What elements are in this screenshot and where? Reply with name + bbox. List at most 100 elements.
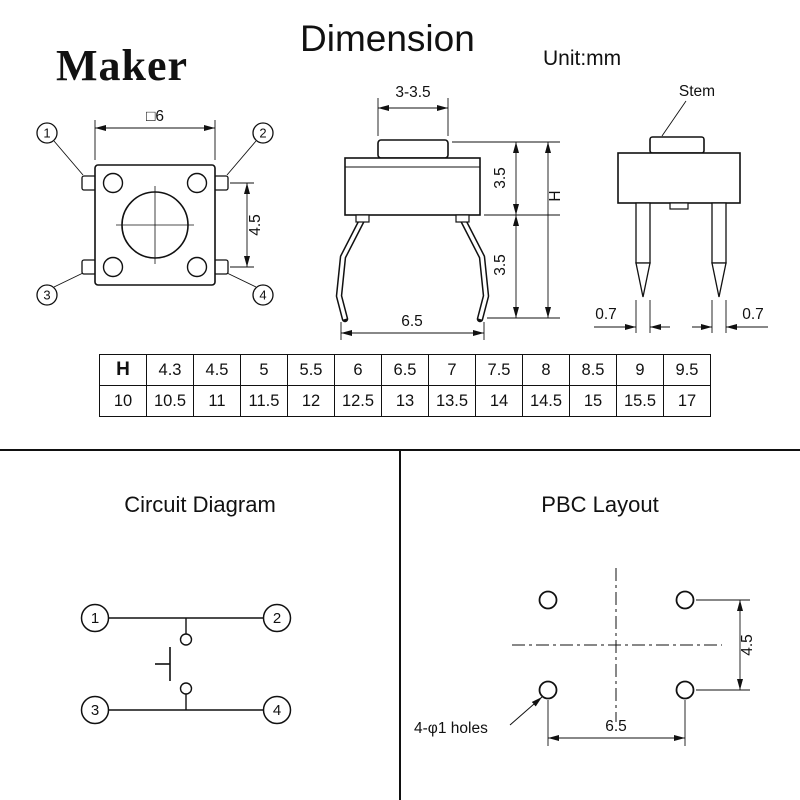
terminal-number: 2 — [273, 610, 281, 627]
h-value-cell: 14.5 — [522, 385, 570, 417]
terminal-number: 4 — [273, 702, 281, 719]
side-view-drawing: 3-3.5 3.5 3.5 H 6.5 — [335, 84, 564, 340]
h-value-cell: 14 — [475, 385, 523, 417]
mounting-hole — [675, 680, 695, 700]
switch-body-front — [617, 152, 741, 204]
body-notch — [669, 202, 689, 210]
h-value-cell: 7 — [428, 354, 476, 386]
pcb-layout: 4.5 6.5 4-φ1 holes — [414, 568, 756, 746]
h-value-cell: 15.5 — [616, 385, 664, 417]
stem-side — [377, 139, 449, 159]
table-row: 10 10.5 11 11.5 12 12.5 13 13.5 14 14.5 … — [99, 385, 711, 417]
table-row: H 4.3 4.5 5 5.5 6 6.5 7 7.5 8 8.5 9 9.5 — [99, 354, 711, 386]
height-options-table: H 4.3 4.5 5 5.5 6 6.5 7 7.5 8 8.5 9 9.5 … — [99, 354, 711, 417]
mounting-hole — [538, 590, 558, 610]
contact-point — [179, 682, 193, 695]
pin-left-tip — [635, 262, 651, 298]
h-value-cell: 15 — [569, 385, 617, 417]
h-value-cell: 6.5 — [381, 354, 429, 386]
page-title: Dimension — [300, 18, 475, 59]
leader-line — [509, 696, 543, 726]
dim-label-hole-pitch-h: 6.5 — [605, 718, 627, 735]
terminal-number: 1 — [91, 610, 99, 627]
h-value-cell: 5.5 — [287, 354, 335, 386]
dim-label-total-height: H — [547, 190, 564, 201]
h-value-cell: 8.5 — [569, 354, 617, 386]
holes-callout-label: 4-φ1 holes — [414, 720, 488, 737]
terminal-circle — [262, 603, 292, 633]
dim-label-square6: □6 — [146, 108, 164, 125]
h-header-cell: H — [99, 354, 147, 386]
corner-rivet — [102, 256, 124, 278]
switch-body-side — [344, 157, 481, 216]
h-value-cell: 12 — [287, 385, 335, 417]
pcb-layout-title: PBC Layout — [541, 492, 659, 517]
h-value-cell: 13.5 — [428, 385, 476, 417]
leg-tab — [355, 214, 370, 223]
top-view-pin — [81, 175, 97, 191]
h-value-cell: 4.5 — [193, 354, 241, 386]
pin-number: 2 — [259, 126, 266, 141]
h-value-cell: 9 — [616, 354, 664, 386]
terminal-number: 3 — [91, 702, 99, 719]
h-value-cell: 11 — [193, 385, 241, 417]
dim-label-body-height: 3.5 — [492, 167, 509, 189]
h-value-cell: 12.5 — [334, 385, 382, 417]
pin-number: 1 — [43, 126, 50, 141]
pin-number: 3 — [43, 288, 50, 303]
pin-right — [711, 202, 727, 264]
leader-line — [226, 272, 257, 288]
dim-label-4-5: 4.5 — [247, 214, 264, 236]
pin-callout-circle — [252, 284, 274, 306]
circuit-diagram: 1 2 3 4 — [80, 603, 292, 725]
brand-logo: Maker — [56, 41, 189, 90]
dim-label-pin-right: 0.7 — [742, 306, 764, 323]
stem-label: Stem — [679, 83, 715, 100]
h-value-cell: 10.5 — [146, 385, 194, 417]
leader-line — [53, 140, 84, 176]
mounting-hole — [538, 680, 558, 700]
h-value-cell: 11.5 — [240, 385, 288, 417]
stem-front — [649, 136, 705, 154]
dimension-drawings: □6 4.5 1 2 3 4 — [36, 83, 768, 340]
leg-right-core — [461, 219, 488, 320]
pin-number: 4 — [259, 288, 266, 303]
h-value-cell: 13 — [381, 385, 429, 417]
corner-rivet — [186, 172, 208, 194]
top-view-pin — [81, 259, 97, 275]
terminal-circle — [80, 603, 110, 633]
leader-line — [226, 140, 257, 176]
pin-right-tip — [711, 262, 727, 298]
pin-left — [635, 202, 651, 264]
h-value-cell: 8 — [522, 354, 570, 386]
corner-rivet — [186, 256, 208, 278]
dim-label-leg-height: 3.5 — [492, 254, 509, 276]
dim-label-stem-width: 3-3.5 — [395, 84, 430, 101]
dim-label-hole-pitch-v: 4.5 — [739, 634, 756, 656]
top-view-pin — [213, 259, 229, 275]
top-view-pin — [213, 175, 229, 191]
mounting-hole — [675, 590, 695, 610]
corner-rivet — [102, 172, 124, 194]
leader-line — [53, 272, 84, 288]
h-value-cell: 10 — [99, 385, 147, 417]
pin-callout-circle — [36, 122, 58, 144]
terminal-circle — [262, 695, 292, 725]
unit-label: Unit:mm — [543, 47, 622, 70]
leader-line — [661, 100, 687, 137]
circuit-diagram-title: Circuit Diagram — [124, 492, 276, 517]
h-value-cell: 4.3 — [146, 354, 194, 386]
leg-left-core — [337, 219, 364, 320]
h-value-cell: 17 — [663, 385, 711, 417]
h-value-cell: 5 — [240, 354, 288, 386]
pin-callout-circle — [36, 284, 58, 306]
top-view-drawing: □6 4.5 1 2 3 4 — [36, 108, 274, 306]
contact-point — [179, 633, 193, 646]
dim-label-pin-left: 0.7 — [595, 306, 617, 323]
terminal-circle — [80, 695, 110, 725]
dim-label-leg-span: 6.5 — [401, 313, 423, 330]
leg-tab — [455, 214, 470, 223]
front-view-drawing: Stem 0.7 0.7 — [594, 83, 768, 333]
h-value-cell: 9.5 — [663, 354, 711, 386]
